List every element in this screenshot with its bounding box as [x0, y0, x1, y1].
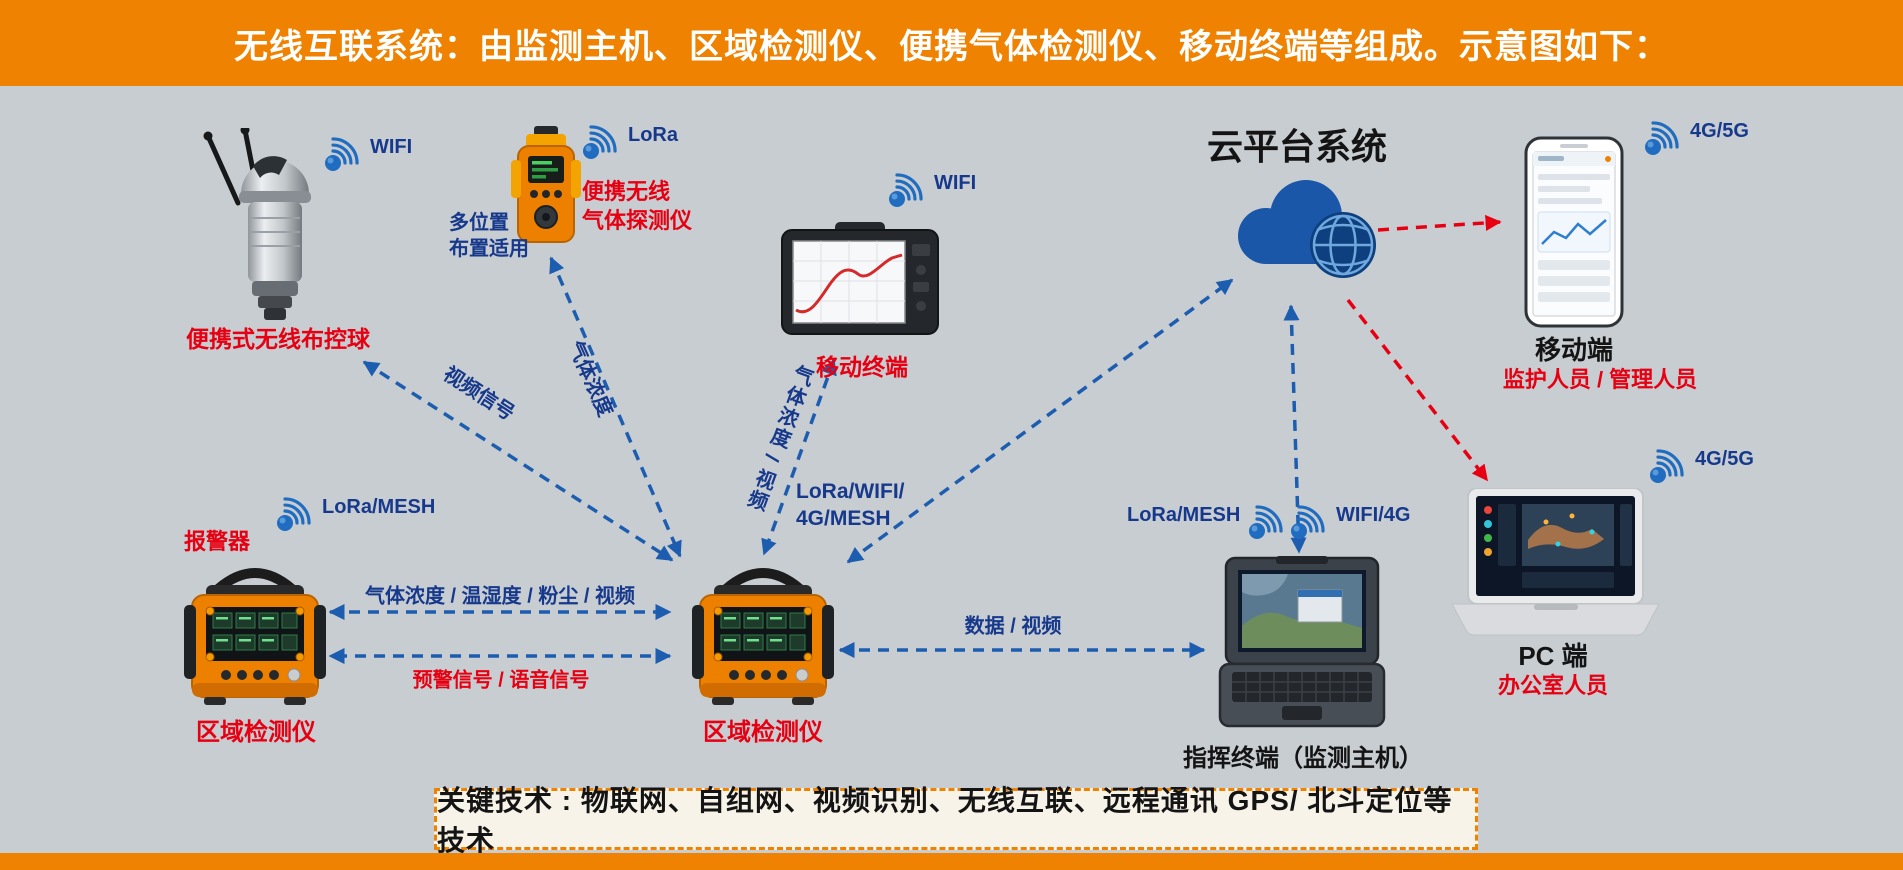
- gas-detector-note-line2: 布置适用: [449, 238, 529, 260]
- tablet-label: 移动终端: [816, 354, 908, 380]
- link-label-data-video: 数据 / 视频: [964, 615, 1062, 638]
- key-technology-text: 关键技术 : 物联网、自组网、视频识别、无线互联、远程通讯 GPS/ 北斗定位等…: [437, 785, 1453, 856]
- signal-label: WIFI: [934, 172, 977, 194]
- link-cloud-to-command: [1283, 304, 1307, 554]
- control-ball-device: [198, 125, 343, 333]
- phone-roles-label: 监护人员 / 管理人员: [1502, 367, 1698, 392]
- wireless-signal-icon: [884, 170, 930, 217]
- link-label-warning: 预警信号 / 语音信号: [412, 669, 590, 692]
- area-detector-left-device: [180, 563, 330, 718]
- signal-label: 4G/5G: [1695, 448, 1754, 470]
- pc-device: [1446, 487, 1661, 653]
- control-ball-illustration: [203, 125, 311, 320]
- signal-label: LoRa/MESH: [1127, 504, 1241, 526]
- wireless-signal-icon: [1244, 502, 1290, 549]
- wireless-signal-icon: [578, 122, 624, 169]
- pc-signal: 4G/5G: [1645, 446, 1754, 493]
- wireless-signal-icon: [1645, 446, 1691, 493]
- link-detector-to-cloud: [846, 278, 1234, 564]
- link-label-backbone: LoRa/WIFI/ 4G/MESH: [796, 478, 905, 533]
- mobile-terminal-device: [780, 222, 940, 347]
- signal-label: WIFI: [370, 136, 413, 158]
- phone-illustration: [1524, 136, 1624, 328]
- command-terminal-device: [1212, 556, 1392, 741]
- pc-illustration: [1451, 487, 1660, 636]
- gas-detector-device: [508, 124, 584, 251]
- area-detector-center-label: 区域检测仪: [703, 719, 823, 746]
- wireless-signal-icon: [1286, 502, 1332, 549]
- wireless-signal-icon: [320, 134, 366, 181]
- gas-detector-label-line1: 便携无线: [582, 179, 671, 204]
- area-detector-left-label: 区域检测仪: [196, 719, 316, 746]
- area-detector-center-device: [688, 563, 838, 718]
- phone-signal: 4G/5G: [1640, 118, 1749, 165]
- command-terminal-illustration: [1218, 556, 1386, 728]
- pc-roles-label: 办公室人员: [1497, 673, 1608, 698]
- control-ball-label: 便携式无线布控球: [186, 326, 370, 352]
- signal-label: 4G/5G: [1690, 120, 1749, 142]
- command-signal-left: LoRa/MESH: [1127, 502, 1290, 549]
- gas-detector-signal: LoRa: [578, 122, 678, 169]
- link-label-sensor-data: 气体浓度 / 温湿度 / 粉尘 / 视频: [364, 585, 636, 608]
- wireless-signal-icon: [272, 494, 318, 541]
- signal-label: WIFI/4G: [1336, 504, 1411, 526]
- signal-label: LoRa: [628, 124, 678, 146]
- gas-detector-note-line1: 多位置: [449, 212, 509, 234]
- title-banner: 无线互联系统：由监测主机、区域检测仪、便携气体检测仪、移动终端等组成。示意图如下…: [0, 0, 1903, 86]
- link-cloud-to-phone: [1377, 214, 1502, 232]
- area-detector-illustration: [692, 568, 834, 705]
- wireless-signal-icon: [1640, 118, 1686, 165]
- gas-detector-label-line2: 气体探测仪: [582, 207, 693, 233]
- signal-label: LoRa/MESH: [322, 496, 436, 518]
- area-detector-illustration: [184, 568, 326, 705]
- key-technology-box: 关键技术 : 物联网、自组网、视频识别、无线互联、远程通讯 GPS/ 北斗定位等…: [434, 785, 1478, 856]
- gas-detector-label: 便携无线 气体探测仪: [582, 178, 692, 235]
- cloud-platform: [1222, 168, 1387, 298]
- alarm-label: 报警器: [184, 529, 251, 554]
- cloud-illustration: [1238, 180, 1376, 278]
- gas-detector-note: 多位置 布置适用: [449, 210, 529, 262]
- phone-label: 移动端: [1534, 335, 1613, 365]
- area-left-signal: LoRa/MESH: [272, 494, 435, 541]
- bottom-orange-strip: [0, 853, 1903, 870]
- banner-text: 无线互联系统：由监测主机、区域检测仪、便携气体检测仪、移动终端等组成。示意图如下…: [234, 27, 1669, 66]
- backbone-line1: LoRa/WIFI/: [796, 480, 905, 503]
- phone-device: [1524, 136, 1624, 333]
- link-tablet-to-detector: [761, 358, 837, 556]
- pc-label: PC 端: [1518, 641, 1588, 671]
- command-terminal-label: 指挥终端（监测主机）: [1183, 745, 1423, 772]
- link-cloud-to-pc: [1346, 298, 1489, 482]
- gas-detector-illustration: [511, 126, 581, 243]
- link-gasdetector-to-detector: [549, 256, 682, 558]
- cloud-title: 云平台系统: [1206, 126, 1387, 167]
- tablet-signal: WIFI: [884, 170, 976, 217]
- ball-signal: WIFI: [320, 134, 412, 181]
- command-signal-right: WIFI/4G: [1286, 502, 1410, 549]
- backbone-line2: 4G/MESH: [796, 507, 891, 531]
- mobile-terminal-illustration: [781, 222, 939, 335]
